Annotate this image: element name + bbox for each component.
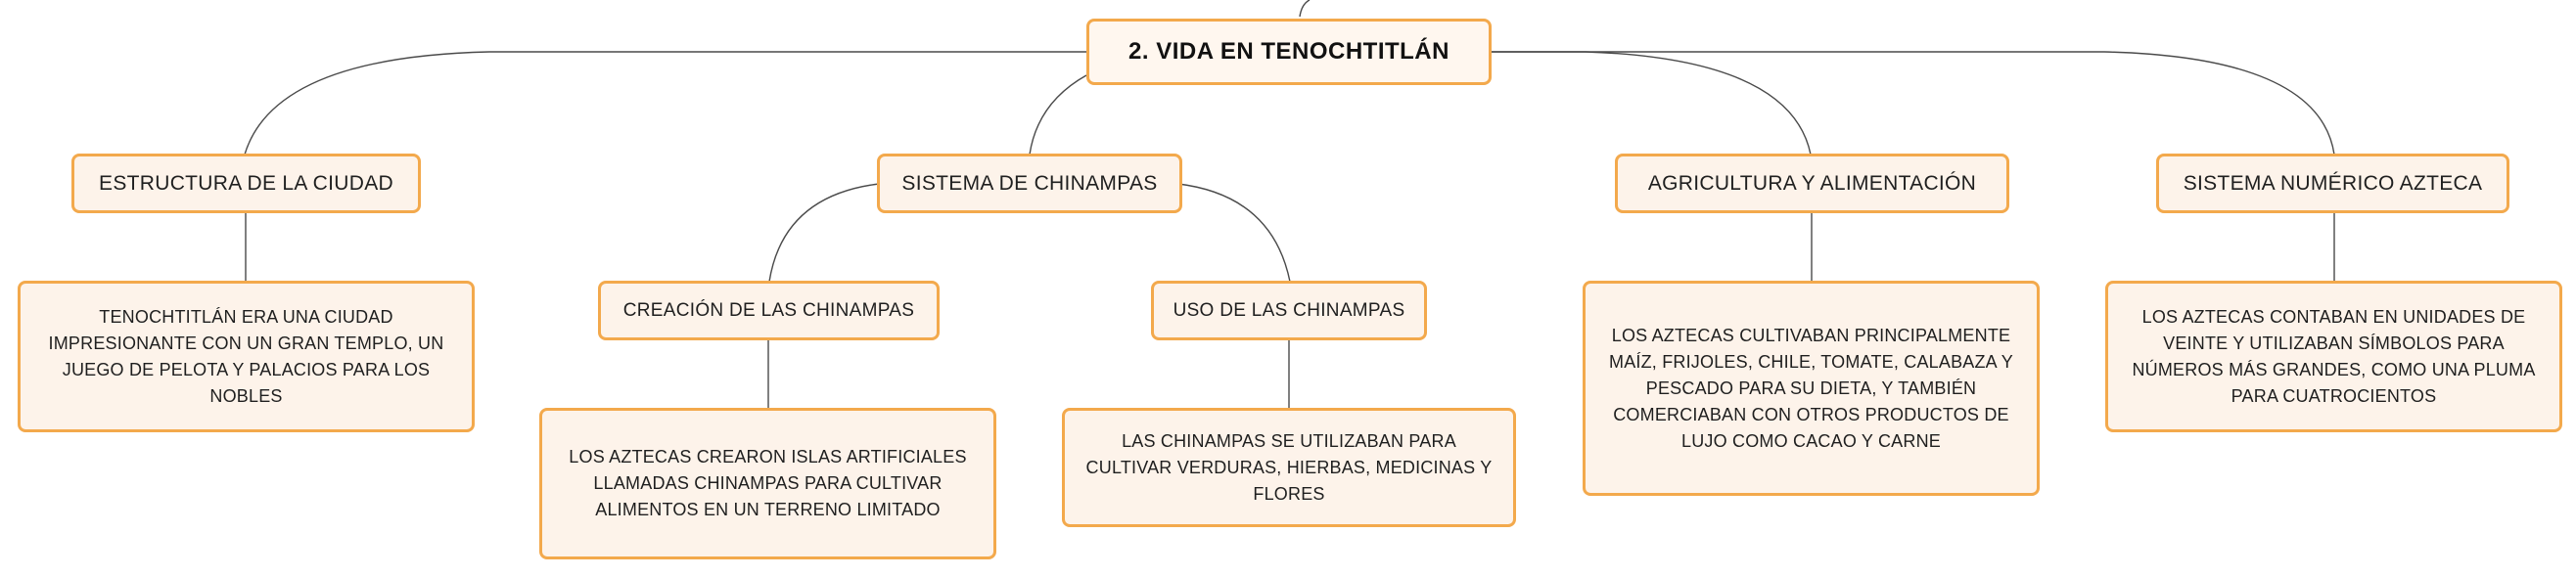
topic-sistema-de-chinampas[interactable]: SISTEMA DE CHINAMPAS <box>877 154 1182 213</box>
connector-parent-to-root <box>1299 0 1311 18</box>
root-topic-label: 2. VIDA EN TENOCHTITLÁN <box>1128 38 1449 65</box>
detail-text: LOS AZTECAS CREARON ISLAS ARTIFICIALES L… <box>569 447 967 519</box>
topic-label: SISTEMA DE CHINAMPAS <box>901 171 1158 195</box>
subtopic-label: USO DE LAS CHINAMPAS <box>1173 299 1405 321</box>
connector-root-to-chinampas <box>1029 74 1087 156</box>
connector-root-to-estructura <box>244 51 1086 156</box>
subtopic-label: CREACIÓN DE LAS CHINAMPAS <box>622 299 915 321</box>
connector-chinampas-to-uso <box>1177 183 1291 283</box>
topic-label: SISTEMA NUMÉRICO AZTECA <box>2183 171 2483 195</box>
detail-numerico[interactable]: LOS AZTECAS CONTABAN EN UNIDADES DE VEIN… <box>2105 281 2562 432</box>
topic-label: AGRICULTURA Y ALIMENTACIÓN <box>1647 171 1977 195</box>
detail-text: LOS AZTECAS CULTIVABAN PRINCIPALMENTE MA… <box>1609 325 2013 451</box>
detail-estructura[interactable]: TENOCHTITLÁN ERA UNA CIUDAD IMPRESIONANT… <box>18 281 475 432</box>
detail-text: LAS CHINAMPAS SE UTILIZABAN PARA CULTIVA… <box>1085 430 1493 504</box>
topic-agricultura-y-alimentacion[interactable]: AGRICULTURA Y ALIMENTACIÓN <box>1615 154 2009 213</box>
connector-root-to-agricultura <box>1490 51 1812 156</box>
detail-text: TENOCHTITLÁN ERA UNA CIUDAD IMPRESIONANT… <box>48 306 444 406</box>
subtopic-uso-de-las-chinampas[interactable]: USO DE LAS CHINAMPAS <box>1151 281 1427 340</box>
topic-label: ESTRUCTURA DE LA CIUDAD <box>99 171 393 195</box>
subtopic-creacion-de-las-chinampas[interactable]: CREACIÓN DE LAS CHINAMPAS <box>598 281 940 340</box>
topic-estructura-de-la-ciudad[interactable]: ESTRUCTURA DE LA CIUDAD <box>71 154 421 213</box>
root-topic[interactable]: 2. VIDA EN TENOCHTITLÁN <box>1086 19 1492 85</box>
detail-agricultura[interactable]: LOS AZTECAS CULTIVABAN PRINCIPALMENTE MA… <box>1583 281 2040 496</box>
topic-sistema-numerico-azteca[interactable]: SISTEMA NUMÉRICO AZTECA <box>2156 154 2509 213</box>
connector-root-to-numerico <box>1490 51 2335 156</box>
detail-creacion[interactable]: LOS AZTECAS CREARON ISLAS ARTIFICIALES L… <box>539 408 996 559</box>
detail-text: LOS AZTECAS CONTABAN EN UNIDADES DE VEIN… <box>2132 306 2536 406</box>
connector-chinampas-to-creacion <box>768 183 880 283</box>
detail-uso[interactable]: LAS CHINAMPAS SE UTILIZABAN PARA CULTIVA… <box>1062 408 1516 527</box>
